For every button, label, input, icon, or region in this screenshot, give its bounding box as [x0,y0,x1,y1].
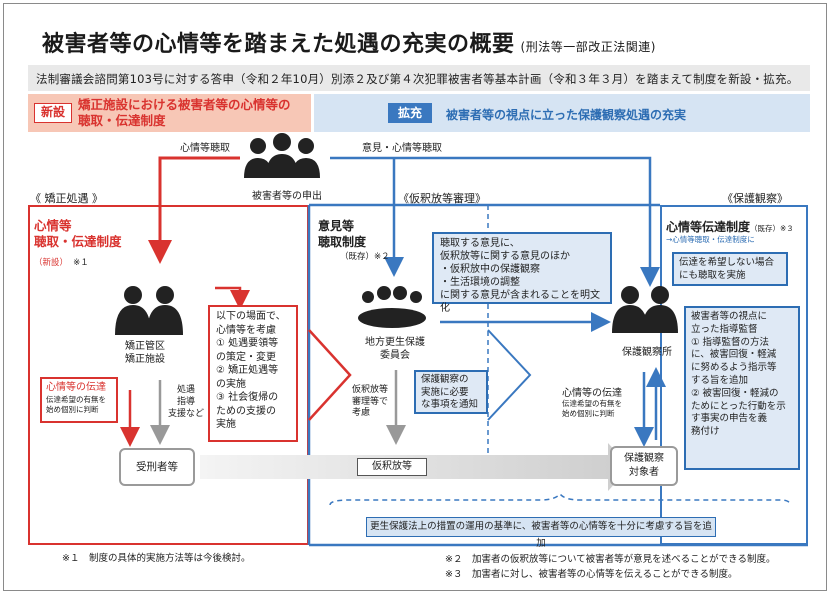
left-arrow-label: 心情等聴取 [180,143,230,154]
note-1: ※１ 制度の具体的実施方法等は今後検討。 [62,553,251,564]
parole-board-icon [358,286,426,328]
victims-icon [244,133,320,178]
new-banner-text: 矯正施設における被害者等の心情等の聴取・伝達制度 [78,97,291,128]
probationer-box: 保護観察対象者 [610,446,678,486]
probation-officer-icon [612,286,678,333]
victim-label: 被害者等の申出 [252,191,322,202]
new-banner [28,94,311,132]
section-correction: 《 矯正処遇 》 [30,192,103,205]
note-3: ※３ 加害者に対し、被害者等の心情等を伝えることができる制度。 [445,569,738,580]
parole-info-box: 聴取する意見に、仮釈放等に関する意見のほか・仮釈放中の保護観察・生活環境の調整に… [432,232,612,314]
probation-convey-label: 心情等の伝達 伝達希望の有無を 始め個別に判断 [562,388,622,418]
guidance-label: 処遇指導支援など [167,385,204,419]
no-convey-box: 伝達を希望しない場合にも聴取を実施 [672,252,788,286]
parole-review-label: 仮釈放等審理等で考慮 [352,385,389,418]
parole-heading: 意見等 聴取制度 （既存）※２ [318,219,390,262]
note-2: ※２ 加害者の仮釈放等について被害者等が意見を述べることができる制度。 [445,554,776,565]
correction-facility-label: 矯正管区矯正施設 [125,341,165,365]
operation-standard-box: 更生保護法上の措置の運用の基準に、被害者等の心情等を十分に考慮する旨を追加 [366,517,716,549]
expand-banner-text: 被害者等の視点に立った保護観察処遇の充実 [446,108,687,122]
correction-heading: 心情等 聴取・伝達制度 （新設） ※１ [34,218,122,268]
expand-tag: 拡充 [388,103,432,123]
parole-board-label: 地方更生保護委員会 [365,337,425,361]
new-tag: 新設 [34,103,72,123]
correction-staff-icon [115,286,183,335]
correction-convey-box: 心情等の伝達 伝達希望の有無を 始め個別に判断 [40,377,118,423]
section-parole: 《仮釈放等審理》 [398,192,486,205]
right-arrow-label: 意見・心情等聴取 [362,143,442,154]
parole-notify-box: 保護観察の実施に必要な事項を通知 [414,370,488,414]
probation-office-label: 保護観察所 [622,347,672,358]
basis-banner: 法制審議会諮問第103号に対する答申（令和２年10月）別添２及び第４次犯罪被害者… [28,65,810,91]
page-subtitle: (刑法等一部改正法関連) [520,40,656,54]
inmate-box: 受刑者等 [119,448,195,486]
page-title: 被害者等の心情等を踏まえた処遇の充実の概要(刑法等一部改正法関連) [42,32,656,57]
section-probation: 《保護観察》 [722,192,788,205]
probation-heading: 心情等伝達制度（既存）※３ →心情等聴取・伝達制度に [666,220,794,244]
outer-frame [3,3,827,591]
release-label: 仮釈放等 [357,458,427,476]
